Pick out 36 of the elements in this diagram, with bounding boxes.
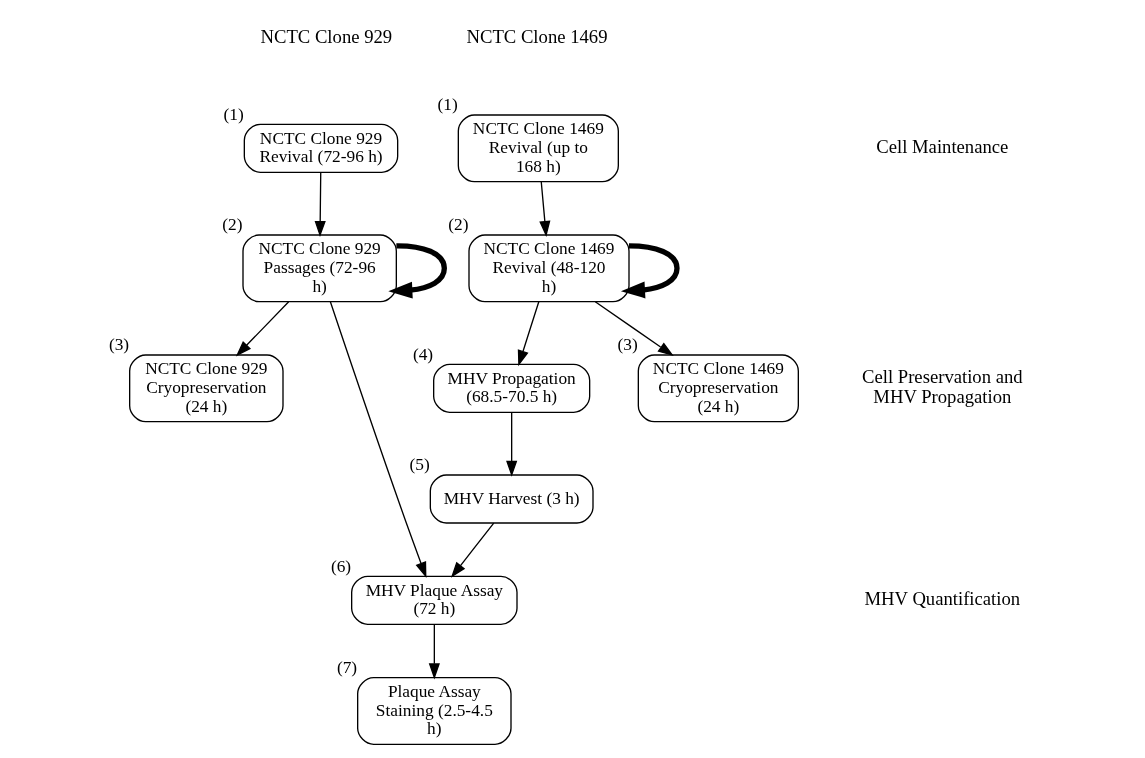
- node-label: (2): [447, 215, 468, 235]
- arrow: [450, 522, 494, 578]
- arrow: [329, 301, 426, 578]
- arrow: [538, 181, 550, 237]
- label: MHV Quantification: [864, 588, 1020, 610]
- node-box: Plaque Assay Staining (2.5-4.5 h): [356, 677, 512, 745]
- node-label: (6): [330, 556, 351, 576]
- node-label: (7): [336, 657, 357, 677]
- label: Cell Preservation and MHV Propagation: [861, 366, 1023, 408]
- arrow: [428, 623, 440, 680]
- arrow: [235, 301, 289, 357]
- arrow: [620, 243, 680, 299]
- arrow: [517, 301, 539, 367]
- node-box: MHV Plaque Assay (72 h): [350, 575, 518, 625]
- node-box: NCTC Clone 1469 Revival (48-120 h): [467, 234, 630, 303]
- arrow: [314, 172, 326, 237]
- node-label: (3): [617, 335, 638, 355]
- node-label: (2): [221, 215, 242, 235]
- node-label: (4): [412, 344, 433, 364]
- node-box: NCTC Clone 929 Revival (72-96 h): [243, 123, 398, 173]
- node-label: (5): [409, 455, 430, 475]
- label: NCTC Clone 1469: [466, 25, 607, 47]
- arrow: [594, 301, 674, 357]
- node-box: NCTC Clone 929 Cryopreservation (24 h): [128, 354, 284, 423]
- arrow: [387, 243, 447, 299]
- label: Cell Maintenance: [875, 136, 1008, 158]
- label: NCTC Clone 929: [260, 25, 392, 47]
- node-box: NCTC Clone 1469 Revival (up to 168 h): [457, 114, 619, 183]
- node-label: (1): [437, 95, 458, 115]
- node-box: NCTC Clone 1469 Cryopreservation (24 h): [637, 354, 799, 423]
- node-box: MHV Harvest (3 h): [429, 474, 594, 524]
- node-label: (1): [223, 104, 244, 124]
- node-label: (3): [108, 335, 129, 355]
- node-box: NCTC Clone 929 Passages (72-96 h): [241, 234, 397, 303]
- node-box: MHV Propagation (68.5-70.5 h): [432, 363, 590, 413]
- arrow: [505, 411, 517, 477]
